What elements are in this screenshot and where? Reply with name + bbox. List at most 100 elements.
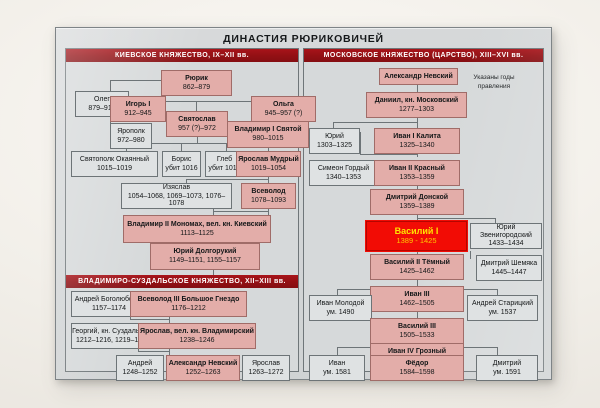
node-dates: 1252–1263	[185, 368, 221, 376]
node-kiev-rurik[interactable]: Рюрик 862–879	[161, 70, 232, 96]
node-moscow-yuriy-zvenigorodsky[interactable]: Юрий Звенигородский 1433–1434	[470, 223, 542, 249]
node-kiev-boris[interactable]: Борис убит 1016	[162, 151, 201, 177]
node-dates: 1433–1434	[488, 240, 524, 248]
node-label: Ярослав, вел. кн. Владимирский	[140, 327, 254, 335]
node-dates: 980–1015	[252, 135, 284, 142]
node-moscow-dmitry[interactable]: Дмитрий ум. 1591	[476, 355, 538, 381]
node-kiev-yaropolk[interactable]: Ярополк 972–980	[110, 123, 152, 149]
node-label: Ярослав Мудрый	[238, 155, 299, 163]
legend-note: Указаны годы правления	[473, 74, 515, 90]
node-label: Рюрик	[185, 74, 208, 82]
node-dates: 972–980	[117, 136, 145, 144]
node-kiev-svyatopolk[interactable]: Святополк Окаянный 1015–1019	[71, 151, 158, 177]
node-label: Симеон Гордый	[317, 164, 370, 172]
node-label: Владимир I Святой	[234, 126, 302, 134]
node-kiev-olga[interactable]: Ольга 945–957 (?)	[251, 96, 316, 122]
node-dates: 1157–1174	[92, 304, 126, 312]
node-kiev-dolgoruky[interactable]: Юрий Долгорукий 1149–1151, 1155–1157	[150, 243, 260, 270]
node-label: Иван Молодой	[316, 299, 365, 307]
node-dates: 1584–1598	[399, 368, 435, 376]
panel-moscow-header: МОСКОВСКОЕ КНЯЖЕСТВО (ЦАРСТВО), XIII–XVI…	[304, 49, 543, 62]
node-kiev-svyatoslav[interactable]: Святослав 957 (?)–972	[166, 111, 228, 137]
node-moscow-ivan-1-kalita[interactable]: Иван I Калита 1325–1340	[374, 128, 460, 154]
node-dates: 1277–1303	[398, 105, 435, 113]
node-dates: ум. 1537	[488, 308, 517, 316]
node-dates: 1340–1353	[325, 173, 362, 181]
node-dates: 1263–1272	[248, 368, 284, 376]
panel-kiev: КИЕВСКОЕ КНЯЖЕСТВО, IX–XII вв. Олег	[65, 48, 316, 381]
node-label: Олег	[94, 95, 110, 103]
node-label: Глеб	[216, 155, 233, 163]
node-moscow-andrey-staritsky[interactable]: Андрей Старицкий ум. 1537	[467, 295, 538, 321]
node-moscow-ivan-3[interactable]: Иван III 1462–1505	[370, 286, 464, 312]
node-dates: 945–957 (?)	[264, 109, 303, 117]
node-dates: убит 1016	[208, 164, 241, 172]
node-label: Святослав	[178, 115, 216, 123]
node-dates: 1238–1246	[179, 336, 215, 344]
node-label: Юрий Звенигородский	[480, 223, 532, 239]
node-vladimir-andrey[interactable]: Андрей 1248–1252	[116, 355, 164, 381]
node-moscow-simeon[interactable]: Симеон Гордый 1340–1353	[309, 160, 378, 186]
node-vladimir-vsevolod-3[interactable]: Всеволод III Большое Гнездо 1176–1212	[130, 291, 247, 317]
node-dates: 1505–1533	[399, 331, 435, 339]
node-label: Владимир II Мономах, вел. кн. Киевский	[127, 220, 267, 228]
node-moscow-vasily-3[interactable]: Василий III 1505–1533	[370, 318, 464, 344]
node-dates: 957 (?)–972	[178, 124, 216, 132]
node-dates: ум. 1490	[326, 308, 355, 316]
node-dates: 1212–1216, 1219–1238	[76, 336, 150, 344]
node-dates: 1113–1125	[180, 229, 214, 237]
node-moscow-yuriy[interactable]: Юрий 1303–1325	[309, 128, 360, 154]
node-label: Василий I	[394, 226, 439, 237]
node-moscow-dmitry-donskoy[interactable]: Дмитрий Донской 1359–1389	[370, 189, 464, 215]
node-label: Андрей Боголюбский	[74, 295, 144, 303]
node-dates: 912–945	[124, 109, 152, 117]
node-kiev-igor-1[interactable]: Игорь I 912–945	[110, 96, 166, 122]
node-dates: 1303–1325	[316, 141, 353, 149]
node-label: Юрий Долгорукий	[173, 248, 237, 256]
node-vladimir-nevsky[interactable]: Александр Невский 1252–1263	[166, 355, 240, 381]
node-label: Александр Невский	[384, 72, 453, 80]
node-dates: 862–879	[182, 83, 211, 91]
node-kiev-vsevolod[interactable]: Всеволод 1078–1093	[241, 183, 296, 209]
node-dates: 1248–1252	[122, 368, 158, 376]
node-vladimir-yaroslav[interactable]: Ярослав, вел. кн. Владимирский 1238–1246	[138, 323, 256, 349]
node-dates: 879–912	[88, 104, 116, 112]
node-kiev-yaroslav-mudry[interactable]: Ярослав Мудрый 1019–1054	[236, 151, 301, 177]
node-label: Иван III	[404, 290, 430, 298]
node-kiev-monomakh[interactable]: Владимир II Мономах, вел. кн. Киевский 1…	[123, 215, 271, 243]
node-dates: 1015–1019	[96, 164, 133, 172]
node-label: Ярослав	[251, 359, 281, 367]
node-label: Дмитрий Шемяка	[480, 259, 538, 267]
poster: ДИНАСТИЯ РЮРИКОВИЧЕЙ КИЕВСКОЕ КНЯЖЕСТВО,…	[55, 27, 552, 381]
node-moscow-nevsky[interactable]: Александр Невский	[379, 68, 458, 85]
node-moscow-ivan-molodoy[interactable]: Иван Молодой ум. 1490	[309, 295, 372, 321]
node-moscow-daniil[interactable]: Даниил, кн. Московский 1277–1303	[366, 92, 467, 118]
node-label: Дмитрий	[492, 359, 522, 367]
node-moscow-ivan[interactable]: Иван ум. 1581	[309, 355, 365, 381]
node-dates: 1078–1093	[250, 196, 287, 204]
node-kiev-izyaslav[interactable]: Изяслав 1054–1068, 1069–1073, 1076–1078	[121, 183, 232, 209]
panel-moscow: МОСКОВСКОЕ КНЯЖЕСТВО (ЦАРСТВО), XIII–XVI…	[303, 48, 544, 381]
node-label: Всеволод III Большое Гнездо	[137, 295, 240, 303]
node-dates: 1462–1505	[399, 299, 435, 307]
node-label: Андрей Старицкий	[471, 299, 534, 307]
node-moscow-vasily-1-highlighted[interactable]: Василий I 1389 - 1425	[366, 221, 467, 251]
page-title: ДИНАСТИЯ РЮРИКОВИЧЕЙ	[223, 33, 384, 45]
node-vladimir-yaroslav-2[interactable]: Ярослав 1263–1272	[242, 355, 290, 381]
node-dates: 1149–1151, 1155–1157	[169, 257, 241, 264]
panel-vladimir-header: ВЛАДИМИРО-СУЗДАЛЬСКОЕ КНЯЖЕСТВО, XII–XII…	[66, 275, 298, 288]
node-label: Даниил, кн. Московский	[374, 96, 459, 104]
node-label: Иван IV Грозный	[387, 347, 447, 355]
node-moscow-vasily-2[interactable]: Василий II Тёмный 1425–1462	[370, 254, 464, 280]
node-label: Андрей	[127, 359, 153, 367]
node-moscow-ivan-2-krasny[interactable]: Иван II Красный 1353–1359	[374, 160, 460, 186]
panel-kiev-header: КИЕВСКОЕ КНЯЖЕСТВО, IX–XII вв.	[66, 49, 298, 62]
node-label: Георгий, кн. Суздальский	[72, 327, 154, 335]
node-kiev-vladimir-1[interactable]: Владимир I Святой 980–1015	[227, 121, 309, 148]
node-moscow-fyodor[interactable]: Фёдор 1584–1598	[370, 355, 464, 381]
node-moscow-dmitry-shemyaka[interactable]: Дмитрий Шемяка 1445–1447	[476, 255, 542, 281]
node-label: Василий II Тёмный	[384, 258, 450, 266]
node-label: Святополк Окаянный	[79, 155, 150, 163]
node-dates: ум. 1581	[323, 368, 351, 376]
